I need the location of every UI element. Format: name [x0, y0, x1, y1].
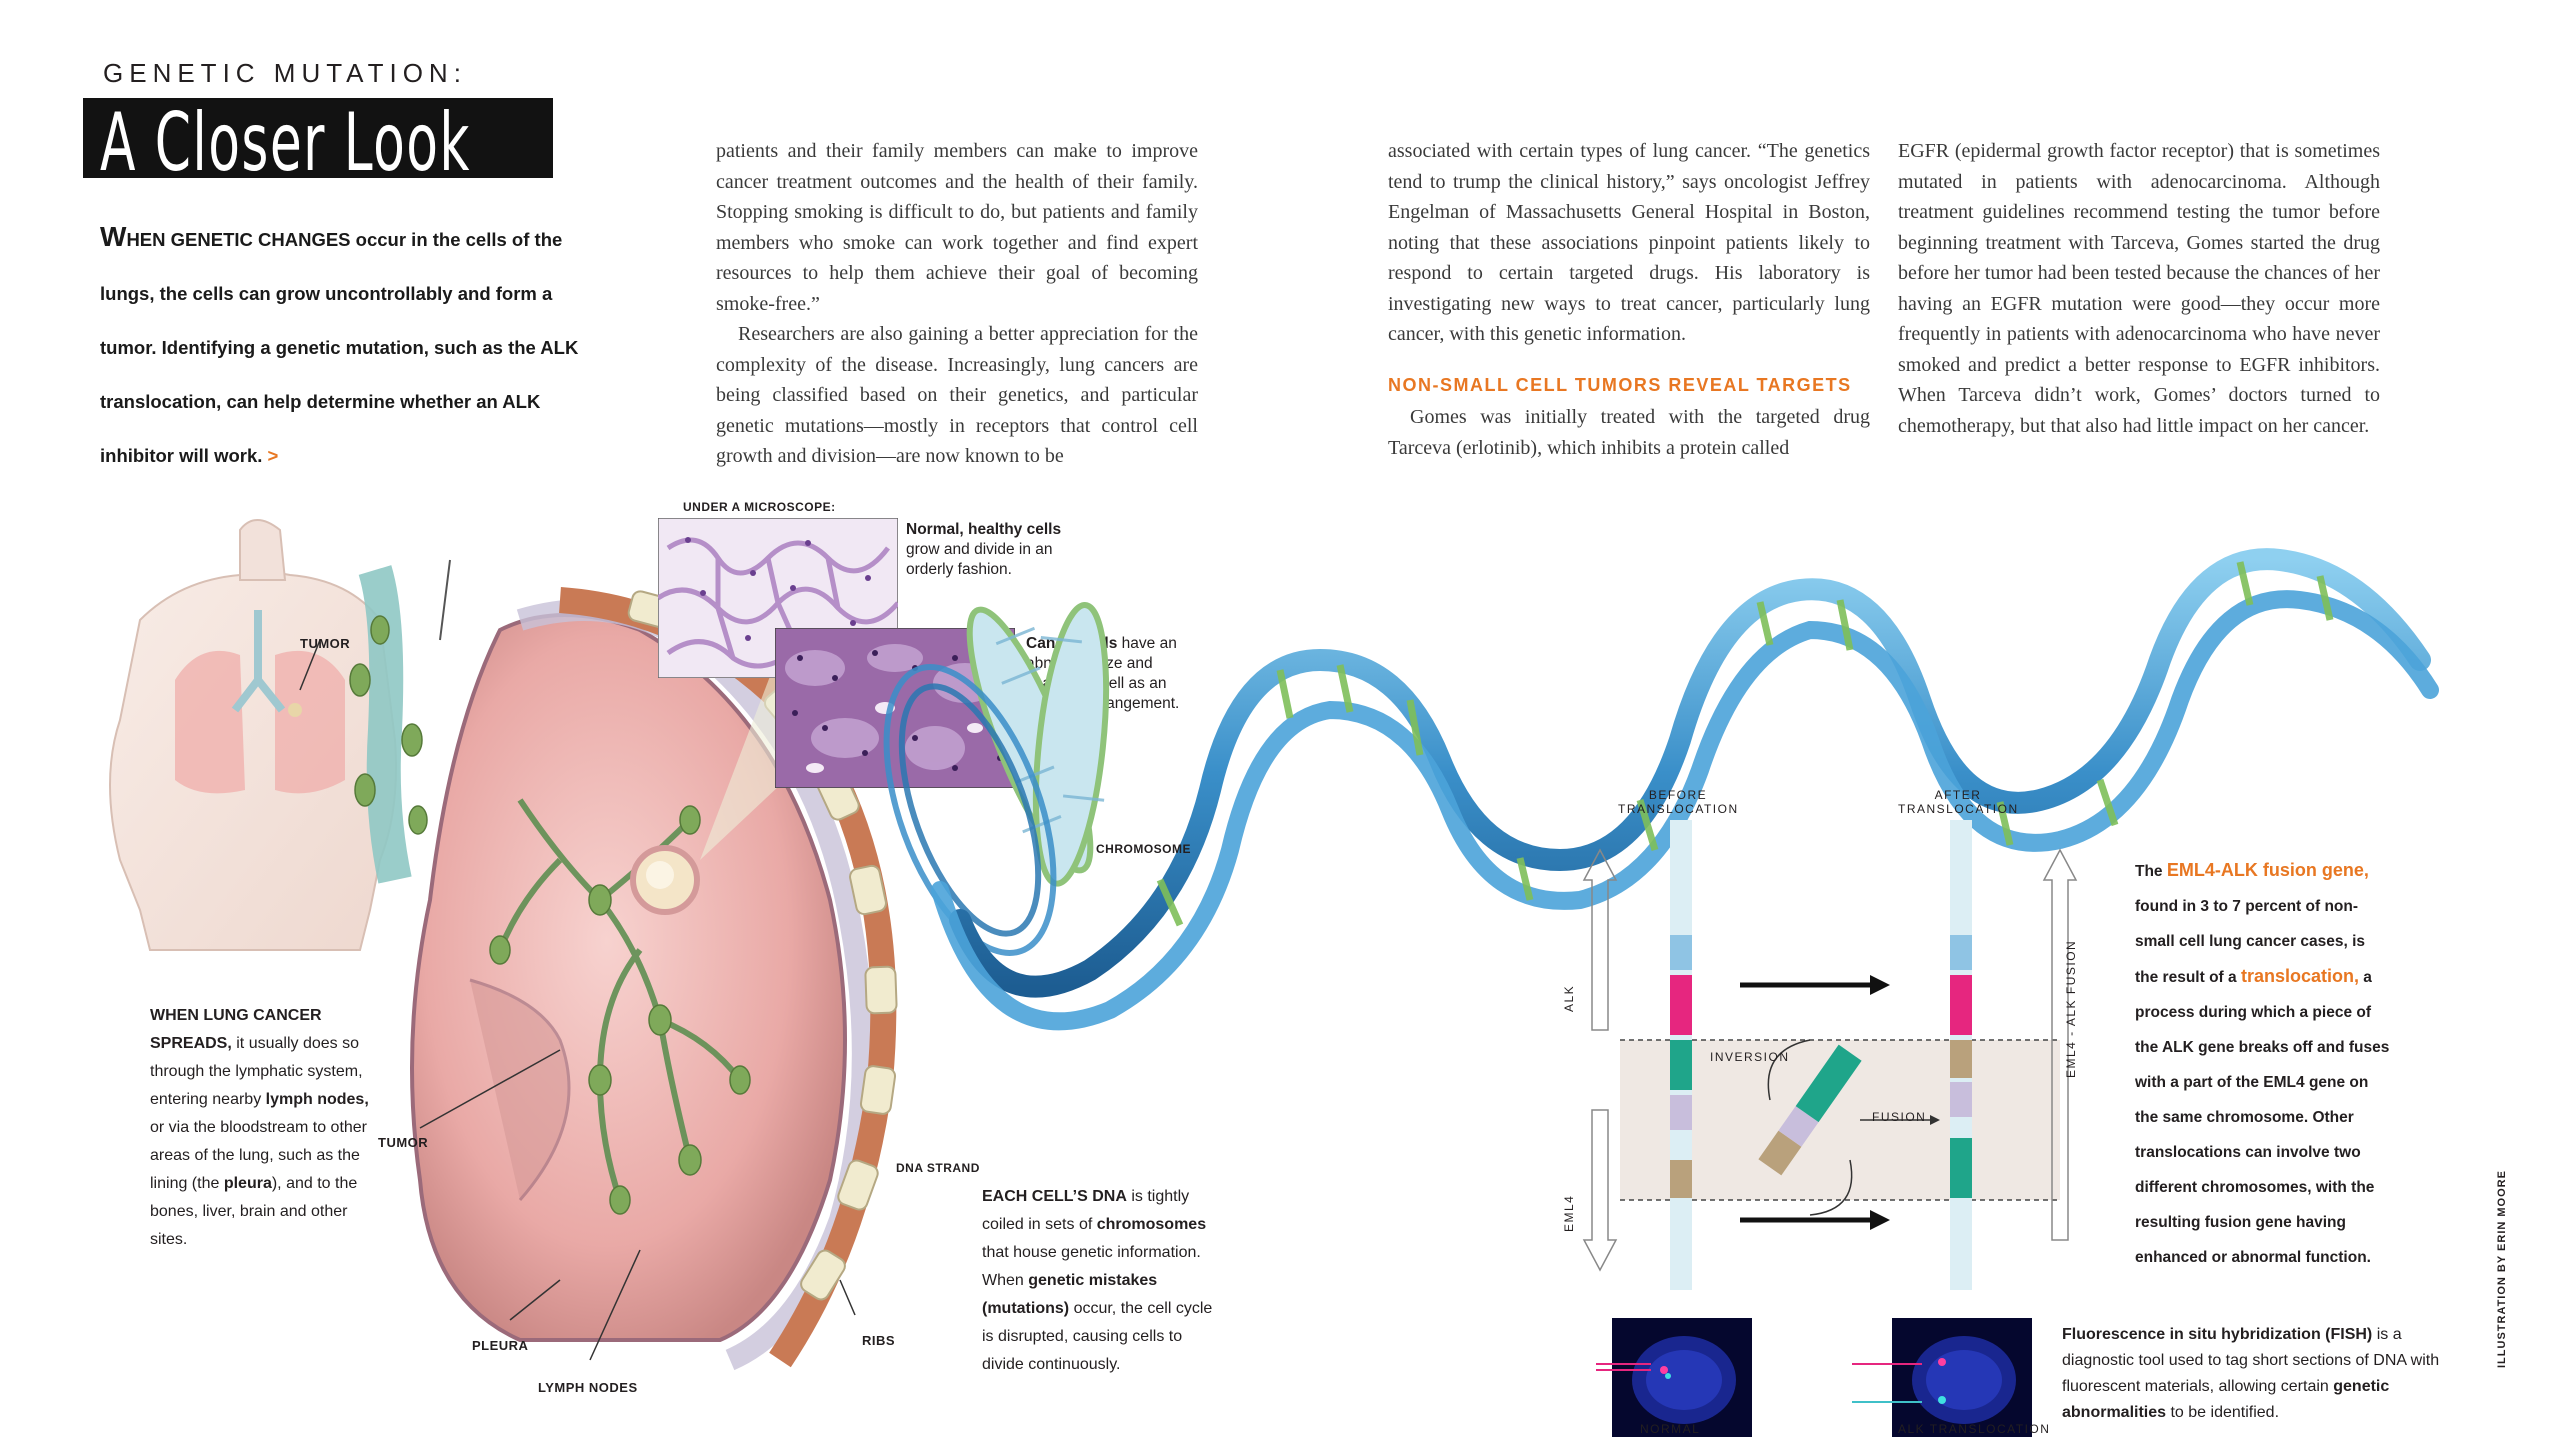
paragraph: Researchers are also gaining a better ap… — [716, 323, 1198, 467]
label-lymph-nodes: LYMPH NODES — [538, 1380, 638, 1395]
after-chromosome — [1950, 820, 1972, 1290]
caption-text: is a diagnostic tool used to tag short s… — [2062, 1326, 2440, 1395]
caption-text: to be identified. — [2170, 1404, 2280, 1421]
caption-bold: EACH CELL’S DNA — [982, 1188, 1127, 1205]
label-ribs: RIBS — [862, 1333, 896, 1348]
caption-text: grow and divide in an orderly fashion. — [906, 541, 1053, 578]
caption-text: a process during which a piece of the AL… — [2135, 969, 2390, 1266]
caption-text: that house genetic information. When — [982, 1244, 1201, 1289]
pointer-arrow-icon — [1596, 1363, 1651, 1371]
page-title: A Closer Look — [100, 96, 471, 189]
lung-illustration — [109, 519, 898, 1371]
torso-figure — [109, 571, 397, 951]
paragraph: patients and their family members can ma… — [716, 140, 1198, 315]
label-fish-normal: NORMAL — [1640, 1422, 1701, 1436]
label-line: AFTER — [1934, 788, 1982, 802]
paragraph: Gomes was initially treated with the tar… — [1388, 406, 1870, 459]
label-line: BEFORE — [1648, 788, 1708, 802]
paragraph: associated with certain types of lung ca… — [1388, 140, 1870, 345]
caption-dna: EACH CELL’S DNA is tightly coiled in set… — [982, 1183, 1222, 1379]
label-chromosome: CHROMOSOME — [1096, 842, 1191, 856]
caption-bold: lymph nodes, — [265, 1091, 369, 1108]
caption-text: ), and to the bones, liver, brain and ot… — [150, 1175, 358, 1248]
caption-normal-cells: Normal, healthy cells grow and divide in… — [906, 520, 1086, 580]
chromosome — [966, 602, 1110, 887]
fish-normal-image — [1612, 1318, 1752, 1437]
label-pleura: PLEURA — [472, 1338, 529, 1353]
caption-bold: pleura — [223, 1175, 272, 1192]
caption-fish: Fluorescence in situ hybridization (FISH… — [2062, 1322, 2442, 1426]
illustration-credit: ILLUSTRATION BY ERIN MOORE — [2496, 1170, 2508, 1368]
caption-bold: genetic abnormalities — [2062, 1378, 2390, 1421]
caption-text: it usually does so through the lymphatic… — [150, 1035, 363, 1108]
caption-bold: WHEN LUNG CANCER SPREADS, — [150, 1007, 322, 1052]
label-under-microscope: UNDER A MICROSCOPE: — [683, 500, 836, 514]
translocation-diagram — [1582, 820, 2078, 1290]
caption-bold: Normal, healthy cells — [906, 521, 1062, 538]
caption-text: or via the bloodstream to other areas of… — [150, 1119, 368, 1192]
label-tumor-lung: TUMOR — [378, 1135, 429, 1150]
section-subhead: NON-SMALL CELL TUMORS REVEAL TARGETS — [1388, 374, 1852, 395]
fish-alk-translocation-image — [1892, 1318, 2032, 1437]
label-before-translocation: BEFORE TRANSLOCATION — [1618, 788, 1738, 816]
caption-text: The — [2135, 863, 2163, 880]
caption-text: is tightly coiled in sets of — [982, 1188, 1190, 1233]
title-bar — [83, 98, 553, 178]
intro-paragraph: WHEN GENETIC CHANGES occur in the cells … — [100, 210, 580, 483]
caption-highlight: EML4-ALK fusion gene, — [2166, 860, 2369, 880]
caption-text: occur, the cell cycle is disrupted, caus… — [982, 1300, 1213, 1373]
caption-lung-spread: WHEN LUNG CANCER SPREADS, it usually doe… — [150, 1002, 375, 1254]
paragraph: EGFR (epidermal growth factor receptor) … — [1898, 140, 2380, 437]
label-tumor-torso: TUMOR — [300, 636, 351, 651]
label-line: TRANSLOCATION — [1898, 802, 2019, 816]
label-eml4-alk-fusion: EML4 - ALK FUSION — [2064, 939, 2078, 1078]
kicker: GENETIC MUTATION: — [103, 58, 467, 88]
dropcap: W — [100, 221, 127, 252]
before-chromosome — [1670, 820, 1692, 1290]
continue-arrow[interactable]: > — [267, 445, 279, 466]
dna-helix-illustration — [883, 548, 2439, 1031]
label-after-translocation: AFTER TRANSLOCATION — [1898, 788, 2018, 816]
intro-text: HEN GENETIC CHANGES occur in the cells o… — [100, 229, 579, 466]
text-column-2: associated with certain types of lung ca… — [1388, 136, 1870, 463]
label-fish-alk-translocation: ALK TRANSLOCATION — [1898, 1422, 2051, 1436]
pointer-arrow-icon — [1852, 1363, 1922, 1403]
caption-highlight: translocation, — [2240, 966, 2359, 986]
label-fusion: FUSION — [1872, 1110, 1927, 1124]
caption-text: found in 3 to 7 percent of non-small cel… — [2135, 898, 2366, 986]
label-dna-strand: DNA STRAND — [896, 1161, 980, 1175]
caption-fusion-gene: The EML4-ALK fusion gene, found in 3 to … — [2135, 853, 2390, 1275]
label-eml4: EML4 — [1562, 1194, 1576, 1232]
caption-bold: chromosomes — [1096, 1216, 1207, 1233]
label-inversion: INVERSION — [1710, 1050, 1790, 1064]
label-alk: ALK — [1562, 984, 1576, 1012]
label-line: TRANSLOCATION — [1618, 802, 1739, 816]
caption-bold: genetic mistakes (mutations) — [982, 1272, 1158, 1317]
text-column-3: EGFR (epidermal growth factor receptor) … — [1898, 136, 2380, 441]
text-column-1: patients and their family members can ma… — [716, 136, 1198, 472]
caption-bold: Fluorescence in situ hybridization (FISH… — [2062, 1326, 2373, 1343]
